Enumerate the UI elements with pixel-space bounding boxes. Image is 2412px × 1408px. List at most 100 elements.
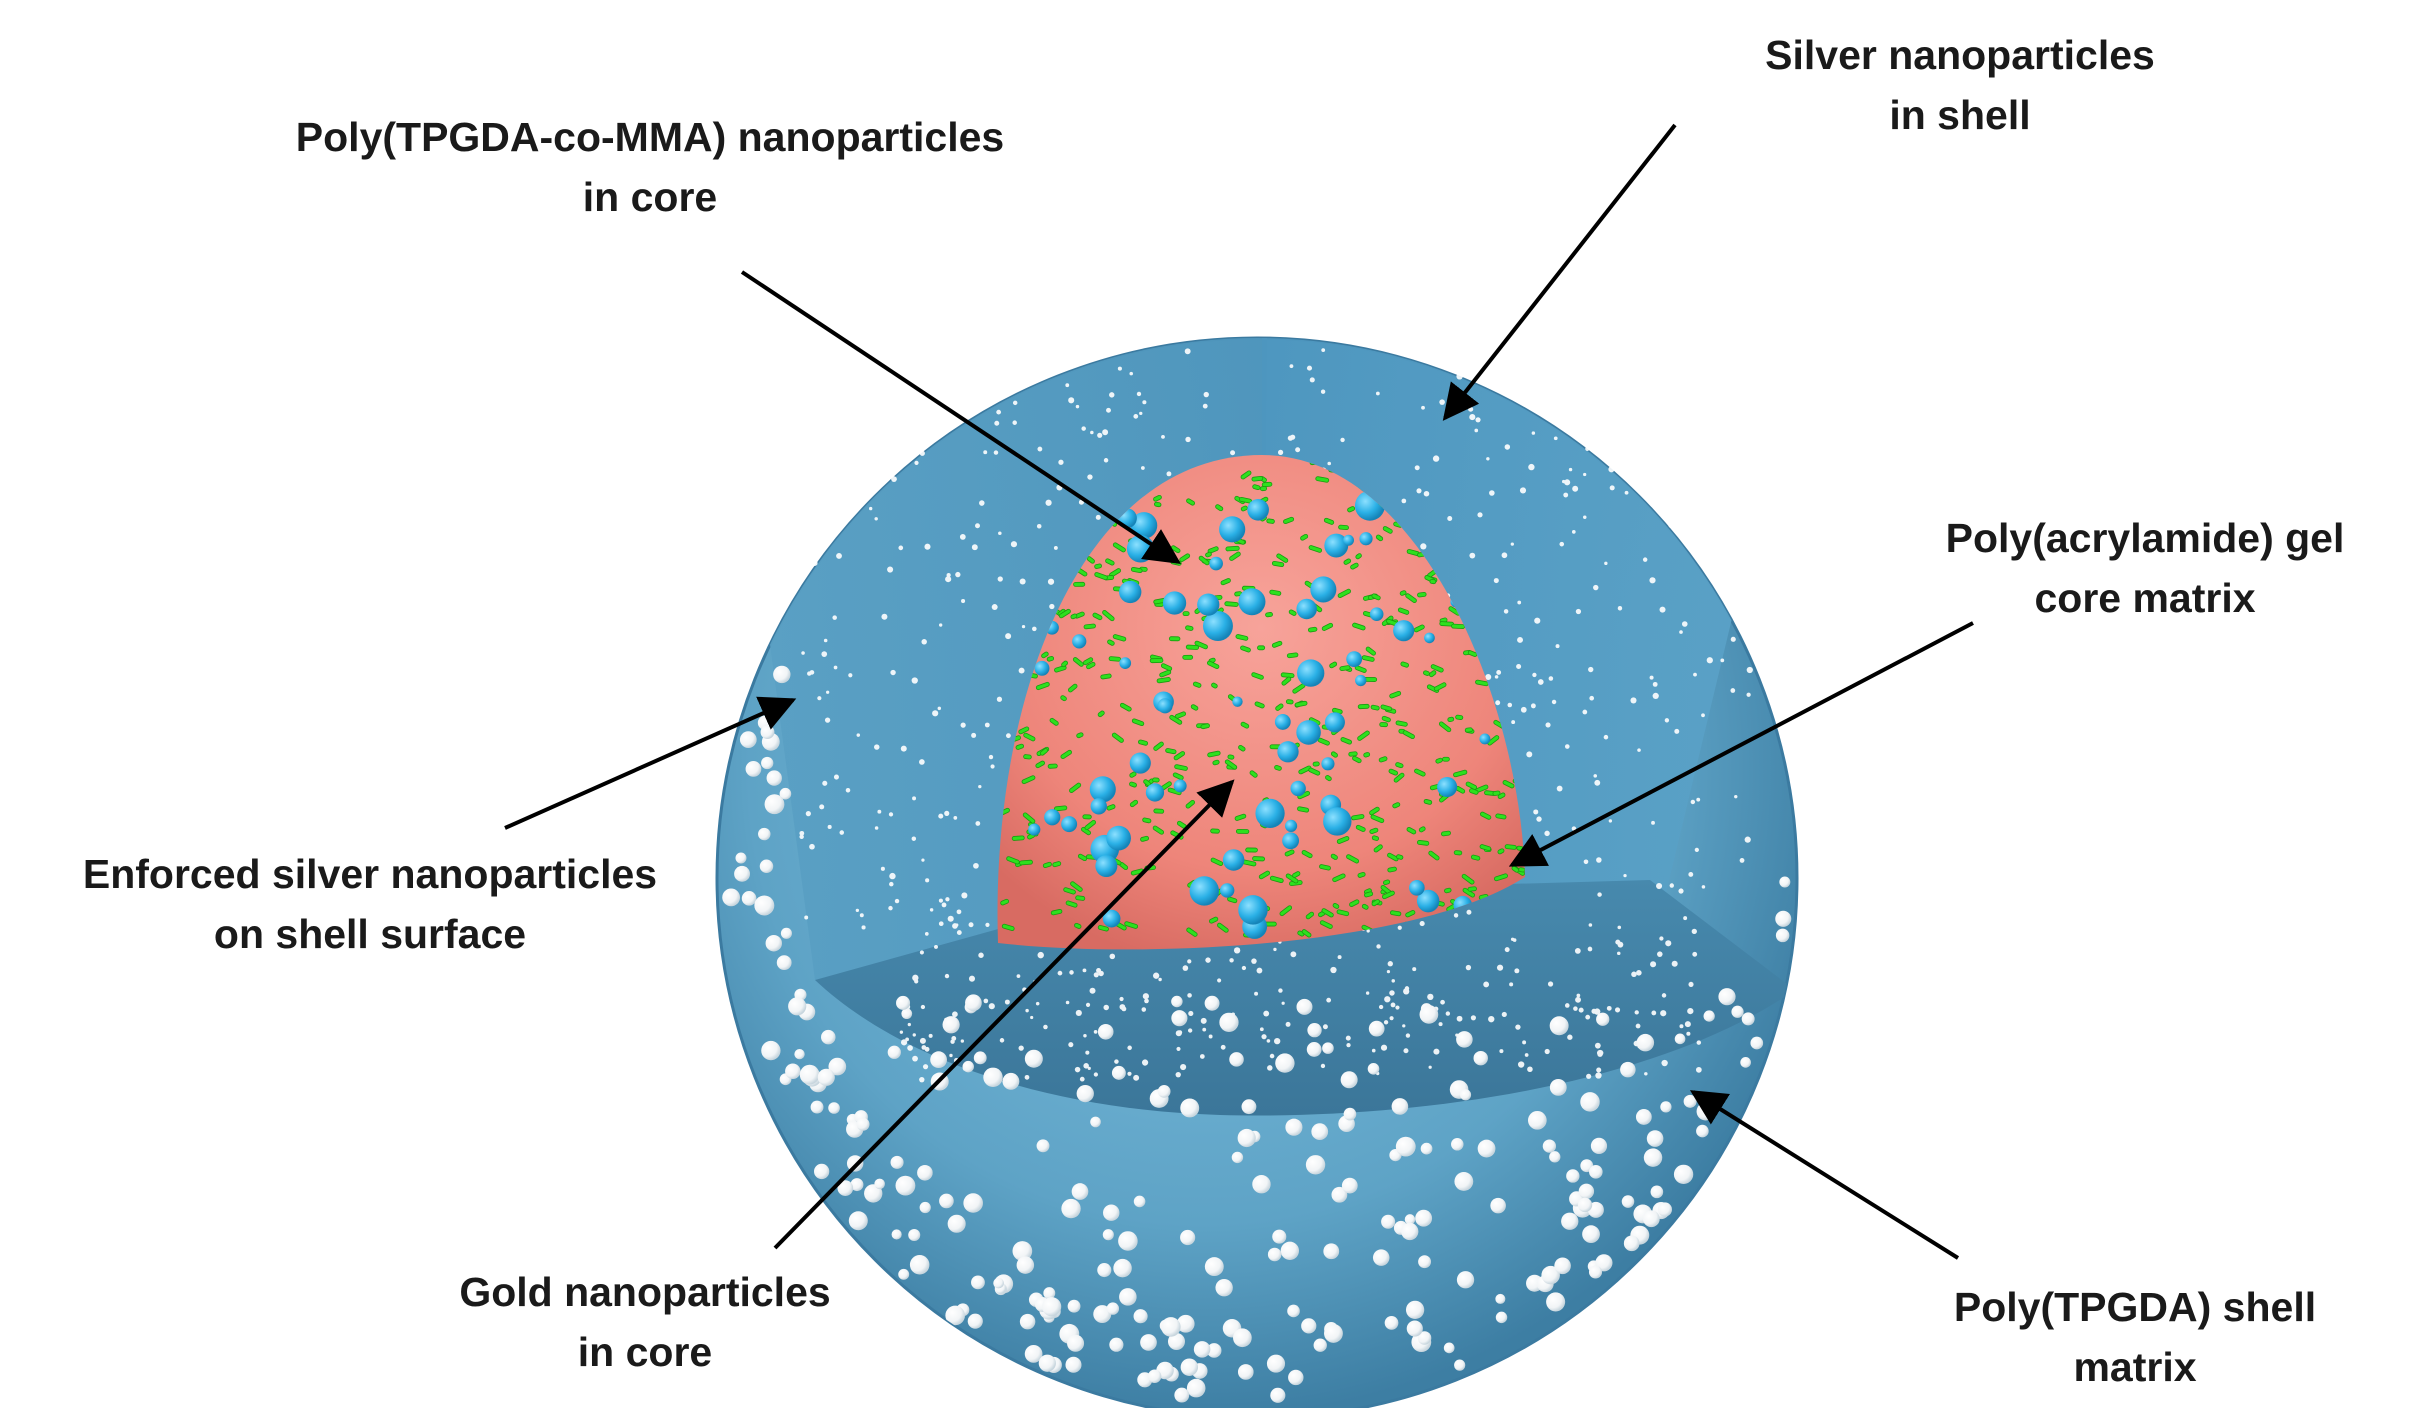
silver-nanoparticle <box>961 598 966 604</box>
gold-nanoparticle <box>1286 652 1299 659</box>
silver-nanoparticle <box>912 1033 916 1037</box>
silver-nanoparticle <box>1746 692 1751 697</box>
silver-nanoparticle <box>1536 816 1542 822</box>
silver-nanoparticle <box>1233 947 1241 954</box>
silver-nanoparticle <box>965 371 971 376</box>
silver-nanoparticle <box>1522 1040 1527 1045</box>
surface-silver-nanoparticle <box>1582 1225 1600 1244</box>
surface-silver-nanoparticle <box>1577 1197 1593 1213</box>
gold-nanoparticle <box>1142 817 1152 824</box>
gold-nanoparticle <box>1442 756 1450 762</box>
silver-nanoparticle <box>821 651 828 657</box>
surface-silver-nanoparticle <box>1174 1387 1190 1403</box>
silver-nanoparticle <box>1144 998 1149 1004</box>
silver-nanoparticle <box>822 780 828 786</box>
surface-silver-nanoparticle <box>1193 1341 1211 1358</box>
gold-nanoparticle <box>1069 782 1082 793</box>
silver-nanoparticle <box>1202 1027 1207 1032</box>
gold-nanoparticle <box>1343 558 1352 565</box>
surface-silver-nanoparticle <box>1395 1136 1416 1157</box>
silver-nanoparticle <box>1593 396 1599 401</box>
silver-nanoparticle <box>1706 259 1711 264</box>
surface-silver-nanoparticle <box>1741 1012 1755 1026</box>
surface-silver-nanoparticle <box>1229 1052 1244 1067</box>
surface-silver-nanoparticle <box>1311 1123 1329 1140</box>
gold-nanoparticle <box>1159 669 1172 678</box>
silver-nanoparticle <box>1582 709 1588 715</box>
gold-nanoparticle <box>1285 699 1294 705</box>
gold-nanoparticle <box>1072 657 1084 667</box>
silver-nanoparticle <box>1709 314 1714 318</box>
silver-nanoparticle <box>1337 955 1342 960</box>
silver-nanoparticle <box>961 892 968 899</box>
silver-nanoparticle <box>1520 706 1527 713</box>
silver-nanoparticle <box>1384 996 1391 1003</box>
surface-silver-nanoparticle <box>817 1068 835 1086</box>
gold-nanoparticle <box>1461 873 1475 885</box>
gold-nanoparticle <box>1382 526 1393 534</box>
surface-silver-nanoparticle <box>1113 1258 1132 1278</box>
gold-nanoparticle <box>1402 730 1415 740</box>
silver-nanoparticle <box>1624 490 1629 495</box>
gold-nanoparticle <box>1259 486 1268 492</box>
silver-nanoparticle <box>1608 819 1613 823</box>
gold-nanoparticle <box>1387 866 1397 873</box>
polymer-nanoparticle <box>1044 809 1061 826</box>
silver-nanoparticle <box>1065 383 1070 388</box>
silver-nanoparticle <box>919 1037 926 1044</box>
surface-silver-nanoparticle <box>1241 1099 1257 1115</box>
silver-nanoparticle <box>1395 1005 1400 1010</box>
silver-nanoparticle <box>869 506 873 511</box>
silver-nanoparticle <box>1445 1011 1451 1016</box>
silver-nanoparticle <box>1609 485 1615 491</box>
gold-nanoparticle <box>1453 769 1468 778</box>
silver-nanoparticle <box>993 450 999 455</box>
silver-nanoparticle <box>1187 1028 1193 1033</box>
gold-nanoparticle <box>1276 553 1289 563</box>
surface-silver-nanoparticle <box>1490 1197 1506 1214</box>
silver-nanoparticle <box>1161 434 1165 439</box>
silver-nanoparticle <box>1661 993 1667 998</box>
surface-silver-nanoparticle <box>1176 1314 1195 1333</box>
silver-nanoparticle <box>836 553 842 559</box>
silver-nanoparticle <box>1623 873 1627 878</box>
silver-nanoparticle <box>975 821 981 826</box>
gold-nanoparticle <box>1023 732 1036 742</box>
silver-nanoparticle <box>1533 809 1539 815</box>
silver-nanoparticle <box>1500 284 1505 290</box>
silver-nanoparticle <box>1412 967 1417 972</box>
silver-nanoparticle <box>1556 785 1563 792</box>
silver-nanoparticle <box>984 722 990 728</box>
surface-silver-nanoparticle <box>1623 1235 1640 1252</box>
silver-nanoparticle <box>1614 1007 1621 1013</box>
silver-nanoparticle <box>1739 857 1745 863</box>
silver-nanoparticle <box>1495 700 1501 706</box>
gold-nanoparticle <box>1453 850 1463 856</box>
silver-nanoparticle <box>996 696 1003 702</box>
surface-silver-nanoparticle <box>1237 1128 1256 1148</box>
silver-nanoparticle <box>1545 722 1551 728</box>
silver-nanoparticle <box>906 346 913 352</box>
gold-nanoparticle <box>1444 887 1452 894</box>
silver-nanoparticle <box>1740 509 1746 514</box>
silver-nanoparticle <box>1493 254 1500 260</box>
label-silver-nanoparticles-in-shell: Silver nanoparticles in shell <box>1765 32 2155 138</box>
surface-silver-nanoparticle <box>1272 1229 1287 1244</box>
silver-nanoparticle <box>1203 391 1209 398</box>
gold-nanoparticle <box>1418 826 1426 833</box>
polymer-nanoparticle <box>1129 752 1151 774</box>
gold-nanoparticle <box>1274 765 1282 771</box>
gold-nanoparticle <box>1381 715 1391 723</box>
gold-nanoparticle <box>1502 780 1515 789</box>
silver-nanoparticle <box>823 393 828 398</box>
silver-nanoparticle <box>817 443 822 448</box>
silver-nanoparticle <box>1722 541 1727 547</box>
silver-nanoparticle <box>808 350 814 356</box>
silver-nanoparticle <box>951 1036 957 1041</box>
silver-nanoparticle <box>804 915 809 920</box>
silver-nanoparticle <box>1129 371 1134 376</box>
silver-nanoparticle <box>1659 606 1666 613</box>
silver-nanoparticle <box>832 615 837 620</box>
silver-nanoparticle <box>1109 392 1115 398</box>
